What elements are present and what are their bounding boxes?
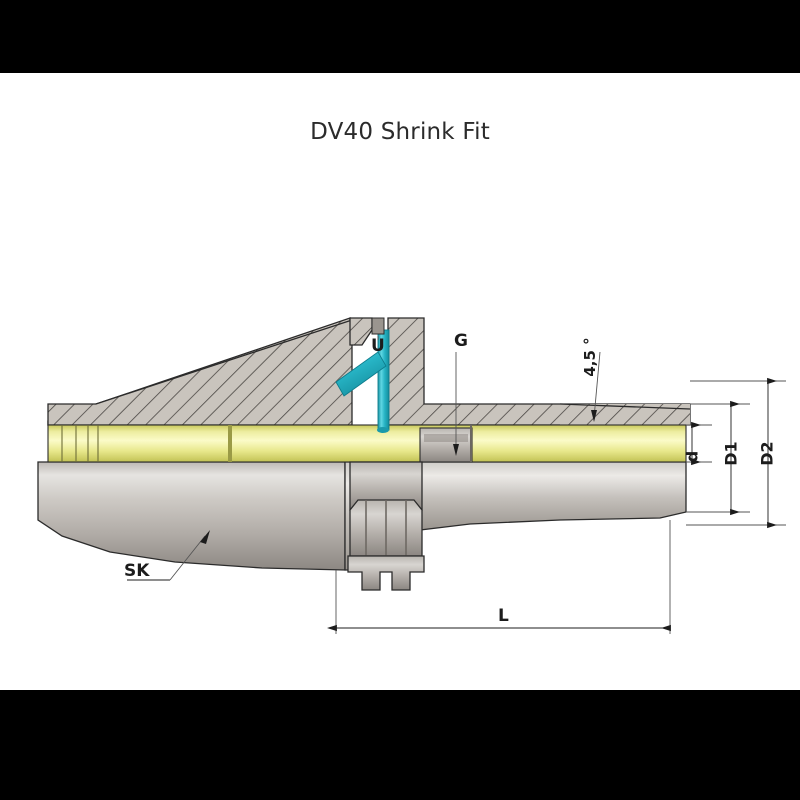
label-U: U	[371, 336, 385, 356]
center-plug	[419, 425, 473, 463]
label-angle-4-5-deg: 4,5 °	[581, 337, 599, 377]
label-G: G	[454, 331, 468, 351]
tool-body-section-hatched	[47, 317, 691, 426]
label-SK: SK	[124, 561, 150, 581]
label-D2: D2	[757, 441, 777, 466]
letterbox-bar-top	[0, 0, 800, 73]
label-D1: D1	[721, 441, 741, 466]
label-L: L	[498, 606, 509, 626]
central-collar	[347, 461, 425, 591]
page-title: DV40 Shrink Fit	[310, 119, 490, 145]
letterbox-bar-bottom	[0, 690, 800, 800]
bore-cavity	[47, 424, 687, 463]
coolant-channel	[335, 317, 390, 433]
label-d: d	[682, 450, 702, 463]
dimension-lines	[127, 336, 786, 634]
